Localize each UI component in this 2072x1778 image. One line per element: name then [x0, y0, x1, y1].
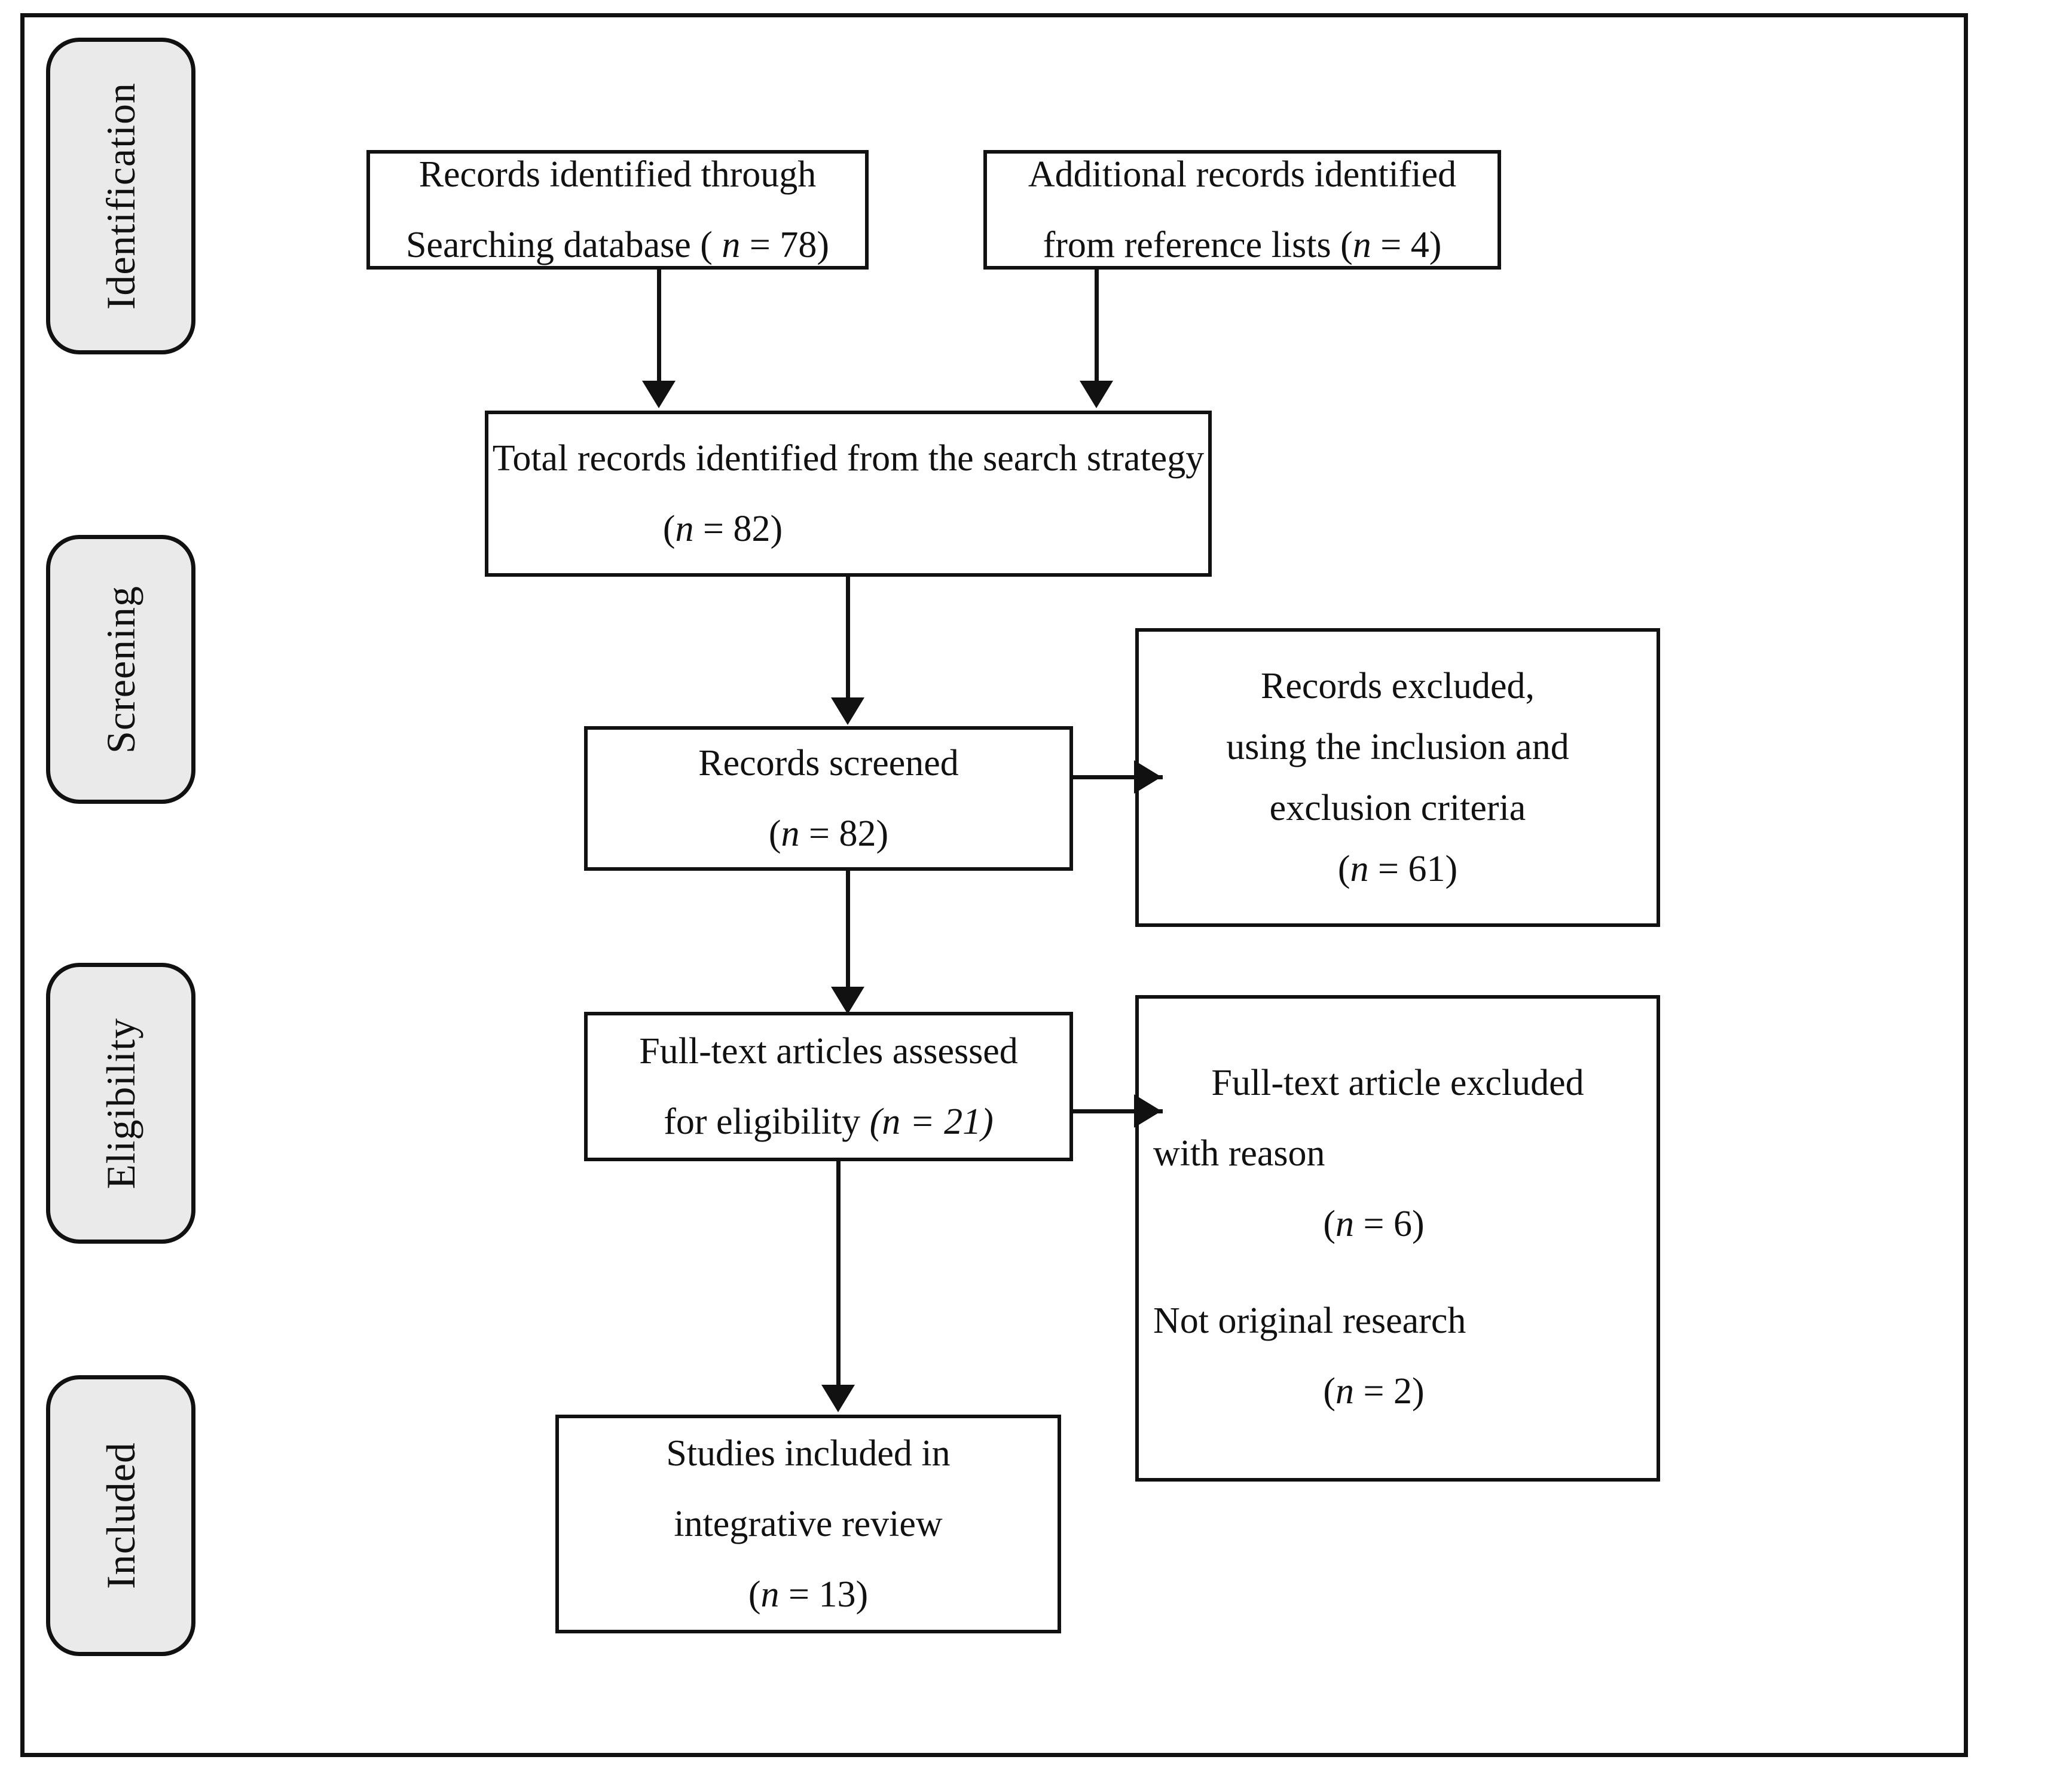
box-records-identified-database: Records identified through Searching dat…	[366, 150, 869, 270]
arrowhead-fulltext-to-excluded	[1134, 1094, 1162, 1128]
box-records-excluded-line4: (n = 61)	[1337, 849, 1458, 889]
connector-fulltext-to-studies	[836, 1161, 841, 1388]
connector-database-to-total	[657, 270, 661, 384]
connector-fulltext-to-excluded	[1073, 1109, 1163, 1113]
box-records-excluded: Records excluded, using the inclusion an…	[1135, 628, 1660, 927]
connector-screened-to-fulltext	[846, 871, 850, 990]
box-fulltext-excluded-line5: (n = 2)	[1323, 1371, 1425, 1412]
box-fulltext-assessed-line1: Full-text articles assessed	[639, 1031, 1018, 1072]
box-studies-included-line2: integrative review	[674, 1504, 943, 1544]
box-fulltext-excluded-line1: Full-text article excluded	[1211, 1063, 1584, 1103]
box-studies-included: Studies included in integrative review (…	[555, 1415, 1061, 1633]
connector-screened-to-excluded	[1073, 775, 1163, 779]
box-records-excluded-line3: exclusion criteria	[1269, 788, 1526, 828]
arrowhead-database-to-total	[642, 381, 676, 408]
box-records-excluded-line2: using the inclusion and	[1226, 727, 1569, 767]
box-records-excluded-line1: Records excluded,	[1261, 666, 1535, 706]
stage-label-eligibility-text: Eligibility	[98, 1017, 143, 1189]
n-italic: n	[1350, 849, 1369, 889]
stage-label-screening-text: Screening	[98, 585, 143, 754]
arrowhead-total-to-screened	[831, 697, 864, 725]
box-records-database-line2: Searching database ( n = 78)	[405, 225, 830, 265]
box-total-records: Total records identified from the search…	[485, 411, 1212, 577]
box-fulltext-assessed: Full-text articles assessed for eligibil…	[584, 1012, 1073, 1161]
box-studies-included-line1: Studies included in	[666, 1433, 951, 1474]
box-records-reference-line2: from reference lists (n = 4)	[1043, 225, 1442, 265]
stage-label-identification: Identification	[46, 38, 195, 354]
n-italic: n	[722, 225, 741, 265]
box-studies-included-line3: (n = 13)	[748, 1574, 869, 1615]
n-italic: n	[760, 1574, 780, 1615]
arrowhead-screened-to-fulltext	[831, 987, 864, 1014]
box-records-database-line1: Records identified through	[418, 154, 817, 195]
stage-label-included: Included	[46, 1375, 195, 1656]
stage-label-included-text: Included	[98, 1442, 143, 1589]
n-italic: n	[781, 813, 800, 854]
n-italic: n	[675, 509, 694, 549]
diagram-outer-border: Identification Screening Eligibility Inc…	[20, 13, 1968, 1757]
arrowhead-fulltext-to-studies	[821, 1385, 855, 1412]
arrowhead-reference-to-total	[1080, 381, 1113, 408]
stage-label-screening: Screening	[46, 535, 195, 804]
box-fulltext-excluded-line2: with reason	[1153, 1133, 1325, 1174]
stage-label-identification-text: Identification	[98, 82, 143, 310]
box-records-screened: Records screened (n = 82)	[584, 726, 1073, 871]
stage-label-eligibility: Eligibility	[46, 963, 195, 1244]
arrowhead-screened-to-excluded	[1134, 760, 1162, 794]
box-fulltext-excluded: Full-text article excluded with reason (…	[1135, 995, 1660, 1482]
box-total-records-line2: (n = 82)	[662, 509, 783, 549]
box-records-screened-line2: (n = 82)	[768, 813, 889, 854]
connector-total-to-screened	[846, 577, 850, 701]
n-italic: n	[1336, 1371, 1355, 1412]
box-fulltext-assessed-line2: for eligibility (n = 21)	[664, 1101, 994, 1142]
n-italic: n	[1336, 1204, 1355, 1244]
box-records-identified-reference: Additional records identified from refer…	[983, 150, 1501, 270]
box-total-records-line1: Total records identified from the search…	[492, 438, 1205, 479]
connector-reference-to-total	[1095, 270, 1099, 384]
box-fulltext-excluded-line3: (n = 6)	[1323, 1204, 1425, 1244]
n-italic: (n = 21)	[869, 1101, 994, 1142]
box-records-reference-line1: Additional records identified	[1028, 154, 1457, 195]
n-italic: n	[1352, 225, 1371, 265]
box-fulltext-excluded-line4: Not original research	[1153, 1300, 1466, 1341]
box-records-screened-line1: Records screened	[698, 743, 959, 784]
